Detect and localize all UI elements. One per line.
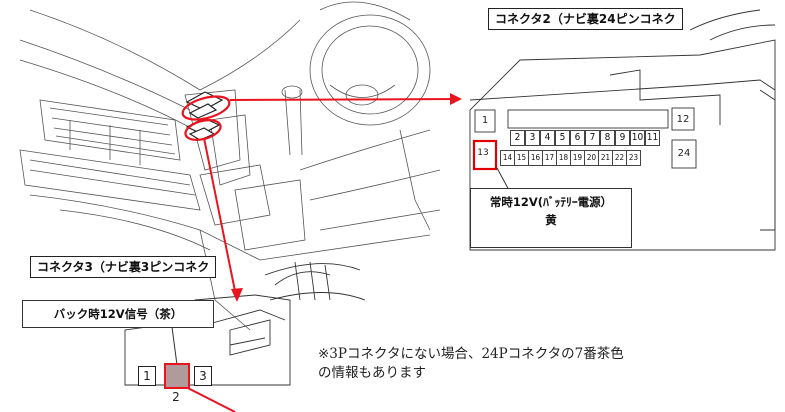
arrow-to-connector2 [229,98,459,101]
arrow-to-connector3 [203,137,237,297]
battery-wire-color: 黄 [545,213,557,227]
lower-pin-20: 20 [584,150,599,166]
pin-box-3: 3 [194,366,212,386]
upper-pin-6: 6 [570,130,585,146]
pin-2-3p-label: 2 [172,390,180,404]
upper-pin-11: 11 [645,130,660,146]
lower-pin-15: 15 [514,150,529,166]
note-line-1: ※3Pコネクタにない場合、24Pコネクタの7番茶色 [318,346,624,362]
connector2-title: コネクタ2（ナビ裏24ピンコネク [488,8,683,30]
upper-pin-2: 2 [510,130,525,146]
upper-pin-10: 10 [630,130,645,146]
upper-pin-4: 4 [540,130,555,146]
reverse-signal-callout: バック時12V信号（茶） [22,300,214,328]
upper-pin-7: 7 [585,130,600,146]
pin-13-highlight [472,139,498,171]
pin-1-label: 1 [481,115,489,126]
lower-pin-19: 19 [570,150,585,166]
arrowhead-connector3 [231,288,243,302]
arrowhead-connector2 [450,93,462,105]
pin-box-2-highlight [164,363,190,389]
lower-pin-14: 14 [500,150,515,166]
pin-box-1: 1 [138,366,156,386]
upper-pin-9: 9 [615,130,630,146]
pin-12-label: 12 [676,114,690,125]
lower-pin-17: 17 [542,150,557,166]
lower-pin-16: 16 [528,150,543,166]
note-text: ※3Pコネクタにない場合、24Pコネクタの7番茶色 の情報もあります [318,345,624,383]
pin-1-3p-label: 1 [143,369,151,383]
battery-power-label: 常時12V(ﾊﾞｯﾃﾘｰ電源） [489,195,613,209]
lower-pin-23: 23 [626,150,641,166]
lower-pin-18: 18 [556,150,571,166]
connector3-title: コネクタ3（ナビ裏3ピンコネク [30,256,217,278]
pin-3-3p-label: 3 [199,369,207,383]
upper-pin-8: 8 [600,130,615,146]
lower-pin-22: 22 [612,150,627,166]
pin-24-label: 24 [677,148,691,159]
battery-power-callout: 常時12V(ﾊﾞｯﾃﾘｰ電源） 黄 [470,188,632,248]
note-line-2: の情報もあります [318,365,426,381]
pin-13-label: 13 [477,148,489,158]
upper-pin-5: 5 [555,130,570,146]
upper-pin-3: 3 [525,130,540,146]
lower-pin-21: 21 [598,150,613,166]
